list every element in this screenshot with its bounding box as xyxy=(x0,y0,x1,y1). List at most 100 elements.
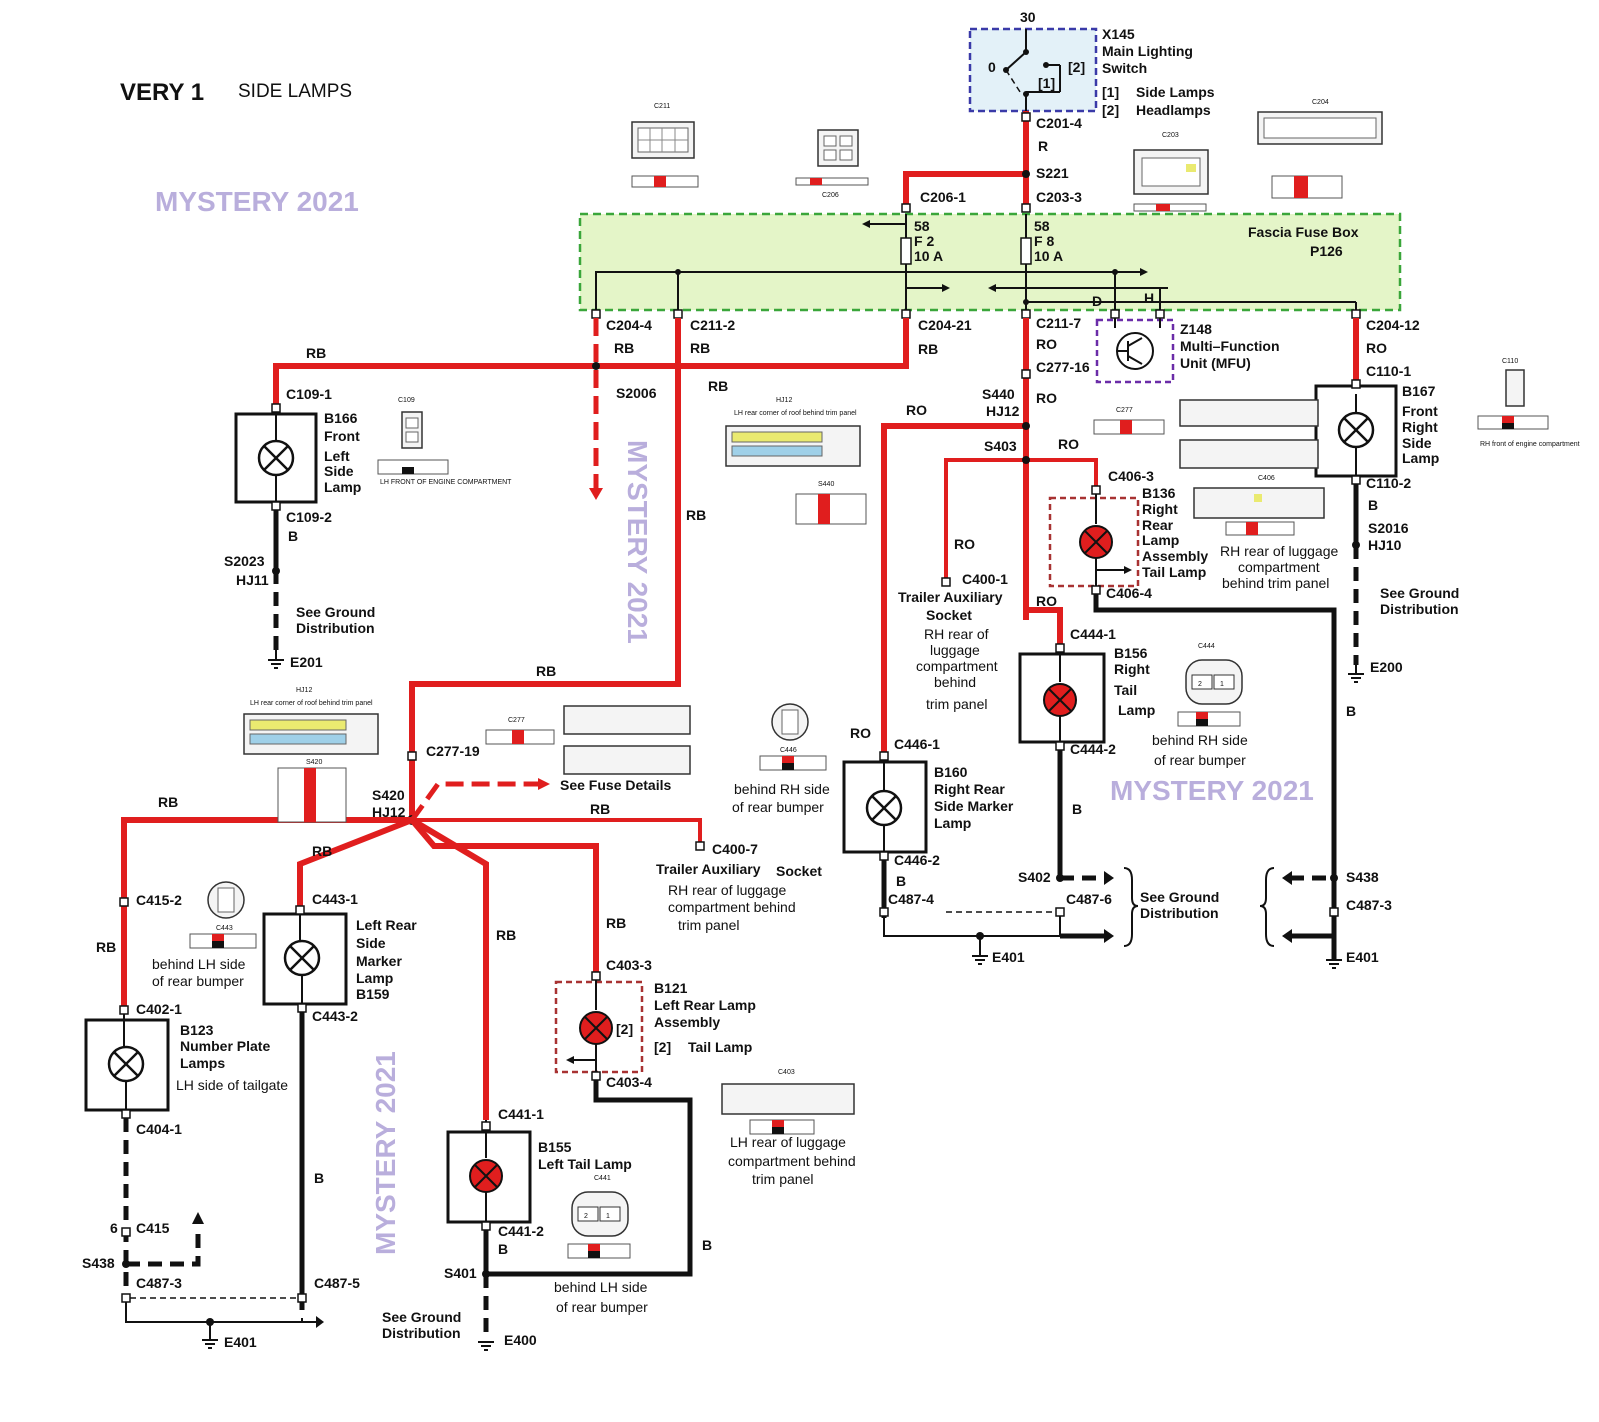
left-rear-lamp-assembly: [2] B121 Left Rear Lamp Assembly [2] Tai… xyxy=(554,971,756,1081)
inset-c109-location: LH FRONT OF ENGINE COMPARTMENT xyxy=(380,479,512,486)
b159-id: B159 xyxy=(356,986,390,1002)
main-lighting-switch: 30 0 [1] [2] X145 Main Lighting Switch [… xyxy=(968,9,1215,118)
c109-1-label: C109-1 xyxy=(286,386,332,402)
connector-inset-c444: C444 2 1 xyxy=(1177,643,1243,727)
hj12-label-s440: HJ12 xyxy=(986,403,1020,419)
ground-dist-mid-1: See Ground xyxy=(1140,889,1219,905)
left-tail-lamp: B155 Left Tail Lamp xyxy=(446,1120,632,1231)
b167-line3: Side xyxy=(1402,435,1432,451)
connector-inset-c277-top: C277 xyxy=(1093,399,1319,469)
b155-id: B155 xyxy=(538,1139,572,1155)
trailer-r-line5: compartment xyxy=(916,658,998,674)
connector-inset-hj12-top: HJ12 LH rear corner of roof behind trim … xyxy=(725,397,867,525)
b136-id: B136 xyxy=(1142,485,1176,501)
c406-3-label: C406-3 xyxy=(1108,468,1154,484)
right-tail-lamp: B156 Right Tail Lamp xyxy=(1018,643,1155,751)
fuse2-rating: 10 A xyxy=(1034,248,1063,264)
lh-rear-lug-1: LH rear of luggage xyxy=(730,1134,846,1150)
inset-c446-title: C446 xyxy=(780,747,797,754)
behind-rh-bumper-1: behind RH side xyxy=(1152,732,1248,748)
fascia-fuse-box: Fascia Fuse Box P126 58 F 2 10 A 58 F 8 … xyxy=(578,212,1402,319)
inset-s440-title: S440 xyxy=(818,481,834,488)
c277-16-label: C277-16 xyxy=(1036,359,1090,375)
c206-1-label: C206-1 xyxy=(920,189,966,205)
wire-rb-label-s420-left: RB xyxy=(158,794,178,810)
b167-line2: Right xyxy=(1402,419,1438,435)
b160-line1: Right Rear xyxy=(934,781,1005,797)
wire-rb-label-c403: RB xyxy=(606,915,626,931)
behind-rh-bumper-c446-1: behind RH side xyxy=(734,781,830,797)
b123-line2: Lamps xyxy=(180,1055,225,1071)
behind-lh-bumper-bottom-1: behind LH side xyxy=(554,1279,648,1295)
inset-hj12-top-sub: LH rear corner of roof behind trim panel xyxy=(734,410,857,417)
wire-ro-label-c446: RO xyxy=(850,725,871,741)
s440-label: S440 xyxy=(982,386,1015,402)
front-left-side-lamp: B166 Front Left Side Lamp xyxy=(234,403,361,511)
c109-2-label: C109-2 xyxy=(286,509,332,525)
diagram-title: VERY 1 xyxy=(120,79,204,106)
multi-function-unit: Z148 Multi–Function Unit (MFU) xyxy=(1095,318,1280,384)
trailer-l-line2: Socket xyxy=(776,863,822,879)
inset-c444-pin-2: 2 xyxy=(1198,681,1202,688)
trailer-r-line7: trim panel xyxy=(926,696,987,712)
behind-lh-bumper-top-2: of rear bumper xyxy=(152,973,244,989)
inset-c441-pin-1: 1 xyxy=(606,1213,610,1220)
wire-b-label-c446: B xyxy=(896,873,906,889)
connector-inset-c110: C110 RH front of engine compartment xyxy=(1477,358,1580,448)
wire-b-label-c441: B xyxy=(498,1241,508,1257)
hj12-label-s420: HJ12 xyxy=(372,804,406,820)
wire-rb-label-mid: RB xyxy=(708,378,728,394)
c400-1-label: C400-1 xyxy=(962,571,1008,587)
connector-inset-c441: C441 2 1 xyxy=(567,1175,631,1259)
behind-rh-bumper-c446-2: of rear bumper xyxy=(732,799,824,815)
mfu-name-2: Unit (MFU) xyxy=(1180,355,1251,371)
lh-rear-lug-3: trim panel xyxy=(752,1171,813,1187)
rh-rear-lug-1: RH rear of luggage xyxy=(1220,543,1339,559)
switch-option-2-key: [2] xyxy=(1102,102,1119,118)
trailer-r-line6: behind xyxy=(934,674,976,690)
b136-line5: Tail Lamp xyxy=(1142,564,1206,580)
trailer-l-line5: trim panel xyxy=(678,917,739,933)
e401-label-center: E401 xyxy=(992,949,1025,965)
wire-ro-label-c211-7: RO xyxy=(1036,336,1057,352)
switch-pos-1: [1] xyxy=(1038,75,1055,91)
b166-line3: Side xyxy=(324,463,354,479)
b136-line2: Rear xyxy=(1142,517,1174,533)
b121-line3: Tail Lamp xyxy=(688,1039,752,1055)
inset-hj12-bottom-sub: LH rear corner of roof behind trim panel xyxy=(250,700,373,707)
s402-label: S402 xyxy=(1018,869,1051,885)
wire-rb-label-c204-21: RB xyxy=(918,341,938,357)
connector-inset-c203: C203 xyxy=(1133,132,1209,212)
front-right-side-lamp: B167 Front Right Side Lamp xyxy=(1314,379,1439,485)
b160-id: B160 xyxy=(934,764,968,780)
wire-rb-label-c211-2: RB xyxy=(690,340,710,356)
fuse-box-pin-d: D xyxy=(1092,293,1102,309)
b121-id: B121 xyxy=(654,980,688,996)
wire-ro-label-s440-left: RO xyxy=(906,402,927,418)
inset-c444-title: C444 xyxy=(1198,643,1215,650)
switch-pos-0: 0 xyxy=(988,59,996,75)
fuse-box-name: Fascia Fuse Box xyxy=(1248,224,1359,240)
c406-4-label: C406-4 xyxy=(1106,585,1152,601)
inset-hj12-bottom-title: HJ12 xyxy=(296,687,312,694)
ground-dist-left-top-1: See Ground xyxy=(296,604,375,620)
b167-line4: Lamp xyxy=(1402,450,1439,466)
wire-b-label-c443: B xyxy=(314,1170,324,1186)
inset-c203-title: C203 xyxy=(1162,132,1179,139)
trailer-l-line3: RH rear of luggage xyxy=(668,882,787,898)
b156-line2: Tail xyxy=(1114,682,1137,698)
c203-3-label: C203-3 xyxy=(1036,189,1082,205)
mfu-name-1: Multi–Function xyxy=(1180,338,1280,354)
connector-inset-c109: C109 LH FRONT OF ENGINE COMPARTMENT xyxy=(377,397,512,486)
connector-inset-c211: C211 xyxy=(631,103,699,188)
wire-rb-label-s420-right: RB xyxy=(590,801,610,817)
b121-inner-key: [2] xyxy=(616,1021,633,1037)
fuse-box-pin-h: H xyxy=(1144,290,1154,306)
fuse-box-id: P126 xyxy=(1310,243,1343,259)
c110-1-label: C110-1 xyxy=(1366,363,1411,379)
switch-option-1: Side Lamps xyxy=(1136,84,1215,100)
watermark-vertical-mid: MYSTERY 2021 xyxy=(622,440,653,644)
rh-rear-lug-3: behind trim panel xyxy=(1222,575,1329,591)
ground-dist-left-bottom-2: Distribution xyxy=(382,1325,461,1341)
c204-4-label: C204-4 xyxy=(606,317,652,333)
